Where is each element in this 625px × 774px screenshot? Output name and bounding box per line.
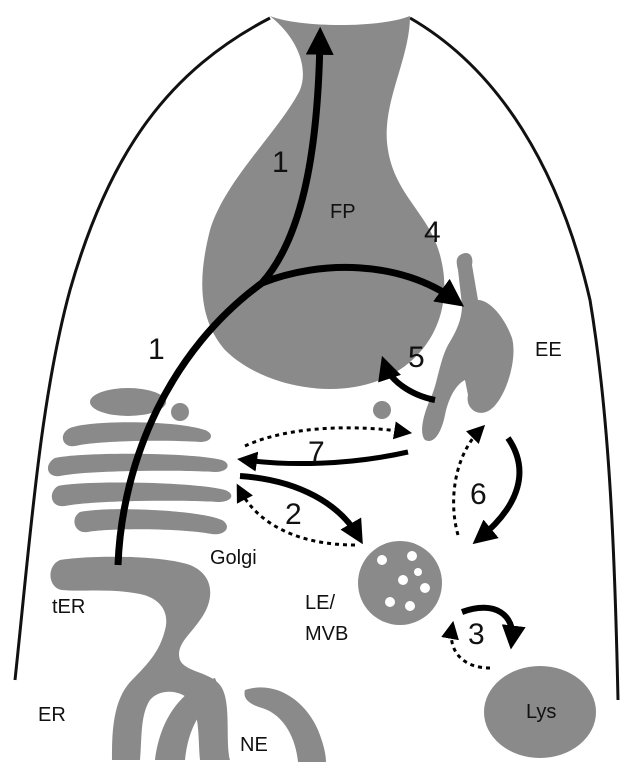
ilv bbox=[407, 551, 417, 561]
pathway-label-3: 3 bbox=[468, 620, 485, 650]
golgi-vesicle-small bbox=[171, 403, 189, 421]
ilv bbox=[398, 575, 408, 585]
endoplasmic-reticulum bbox=[50, 557, 326, 762]
lysosome-label: Lys bbox=[526, 702, 556, 722]
pathway-label-1-upper: 1 bbox=[272, 148, 289, 178]
pathway-7-arrow-dotted bbox=[245, 428, 405, 446]
golgi-label: Golgi bbox=[210, 548, 257, 568]
golgi-cisterna-1 bbox=[63, 422, 211, 446]
ilv bbox=[405, 601, 415, 611]
vesicle-4 bbox=[422, 252, 438, 268]
flagellar-pocket-label: FP bbox=[330, 202, 356, 222]
pathway-7-arrow-solid bbox=[245, 452, 408, 464]
transitional-er-label: tER bbox=[52, 597, 85, 617]
flagellar-pocket bbox=[202, 16, 444, 389]
vesicle-7 bbox=[373, 401, 391, 419]
ilv bbox=[420, 583, 430, 593]
transitional-er bbox=[50, 557, 230, 760]
pathway-label-2: 2 bbox=[285, 500, 302, 530]
pathway-label-4: 4 bbox=[424, 218, 441, 248]
pathway-label-1-lower: 1 bbox=[148, 335, 165, 365]
golgi-cisterna-4 bbox=[74, 509, 227, 534]
pathway-label-5: 5 bbox=[408, 343, 425, 373]
pathway-label-7: 7 bbox=[308, 438, 325, 468]
nuclear-envelope-label: NE bbox=[240, 735, 268, 755]
late-endosome-mvb bbox=[358, 541, 442, 625]
late-endosome-label-line2: MVB bbox=[305, 624, 348, 644]
pathway-label-6: 6 bbox=[470, 480, 487, 510]
cell-outline-right bbox=[410, 18, 618, 700]
er-label: ER bbox=[38, 705, 66, 725]
golgi-cisterna-3 bbox=[52, 483, 232, 507]
ilv bbox=[414, 568, 422, 576]
ilv bbox=[385, 597, 395, 607]
early-endosome-label: EE bbox=[535, 340, 562, 360]
late-endosome-label-line1: LE/ bbox=[305, 593, 335, 613]
ilv bbox=[377, 555, 387, 565]
